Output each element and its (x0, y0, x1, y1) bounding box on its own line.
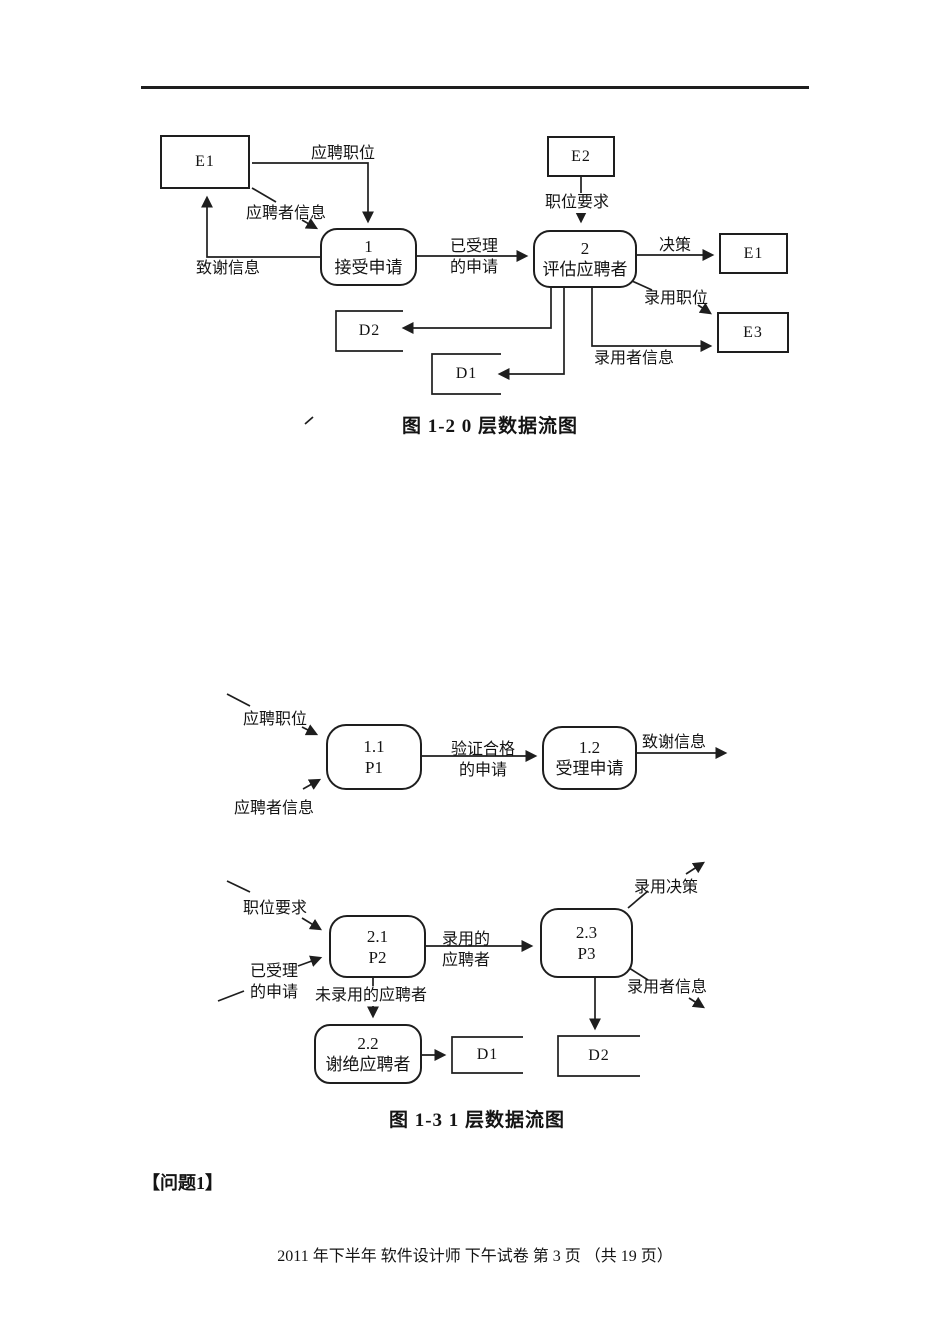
flow-label-hired-line2: 应聘者 (441, 952, 490, 969)
flow-label-hire-position: 录用职位 (644, 290, 709, 307)
process-22-number: 2.2 (357, 1034, 379, 1053)
store-d1-2: D1 (452, 1037, 523, 1073)
flow-label-hire-decision: 录用决策 (634, 879, 699, 896)
process-12-number: 1.2 (578, 738, 601, 757)
process-11-number: 1.1 (363, 737, 385, 756)
store-d2-shape-2 (557, 1035, 640, 1077)
flow-label-valid-line1: 验证合格 (450, 741, 515, 758)
entity-e3: E3 (717, 312, 789, 353)
process-2-evaluate-applicant: 2 评估应聘者 (533, 230, 637, 288)
flow-label-hiree-info-2: 录用者信息 (627, 979, 708, 996)
flow-label-accepted-line2: 的申请 (449, 259, 498, 276)
flow-label-accepted-2-line2: 的申请 (249, 984, 298, 1001)
store-d1-shape-2 (451, 1036, 523, 1074)
flow-hiree-info-arrow (688, 996, 706, 1009)
process-2-name: 评估应聘者 (542, 260, 628, 279)
entity-e1-right: E1 (719, 233, 788, 274)
entity-e1-right-label: E1 (743, 244, 764, 262)
store-d1-label: D1 (455, 365, 478, 382)
store-d2-label: D2 (358, 322, 381, 339)
flow-label-accepted: 已受理 的申请 (444, 236, 504, 278)
store-d2-2: D2 (558, 1036, 640, 1076)
flow-hire-position-arrow (697, 302, 712, 315)
process-21-number: 2.1 (366, 926, 389, 946)
flow-apply-position-arrow (301, 724, 319, 736)
flow-label-valid-line2: 的申请 (458, 762, 507, 779)
header-rule (141, 86, 809, 89)
flow-applicant-info-arrow-2 (302, 778, 322, 790)
flow-label-hiree-info: 录用者信息 (594, 350, 675, 367)
store-d1: D1 (432, 354, 501, 394)
entity-e1-left: E1 (160, 135, 250, 189)
caption-tick-mark (304, 416, 314, 425)
flow-accepted-arrow (297, 955, 323, 967)
process-12-name: 受理申请 (555, 759, 624, 778)
process-23-name: P3 (577, 944, 596, 963)
process-21-p2: 2.1 P2 (329, 915, 426, 978)
flow-hiree-info-line (591, 288, 713, 352)
flow-applicant-info-arrow (301, 218, 319, 230)
flow-label-apply-position-2: 应聘职位 (243, 711, 308, 728)
flow-label-valid-application: 验证合格 的申请 (443, 739, 523, 781)
flow-position-req-arrow (301, 917, 323, 931)
entity-e1-left-label: E1 (195, 153, 215, 170)
flow-label-accepted-2: 已受理 的申请 (246, 961, 302, 1003)
process-1-accept-application: 1 接受申请 (320, 228, 417, 286)
store-d2-shape (335, 310, 403, 352)
flow-label-accepted-line1: 已受理 (449, 238, 498, 255)
caption-dfd1: 图 1-3 1 层数据流图 (388, 1110, 566, 1131)
process-22-decline-applicant: 2.2 谢绝应聘者 (314, 1024, 422, 1084)
flow-label-accepted-2-line1: 已受理 (249, 963, 298, 980)
process-11-name: P1 (365, 758, 383, 777)
flow-hire-decision-stub (627, 890, 649, 909)
flow-label-thanks: 致谢信息 (196, 260, 261, 277)
flow-label-apply-position: 应聘职位 (311, 145, 376, 162)
store-d2-2-label: D2 (588, 1047, 610, 1064)
store-d1-shape (431, 353, 501, 395)
process-11-p1: 1.1 P1 (326, 724, 422, 790)
process-23-number: 2.3 (575, 923, 598, 942)
flow-to-store-d1-line (497, 288, 565, 380)
problem-1-heading: 【问题1】 (142, 1173, 223, 1193)
process-21-name: P2 (368, 947, 387, 967)
entity-e3-label: E3 (743, 323, 763, 341)
flow-label-hired-applicant: 录用的 应聘者 (438, 929, 494, 971)
process-2-number: 2 (580, 239, 590, 258)
flow-hire-decision-arrow (685, 861, 705, 875)
flow-label-hired-line1: 录用的 (441, 931, 490, 948)
page-footer: 2011 年下半年 软件设计师 下午试卷 第 3 页 （共 19 页） (277, 1248, 673, 1265)
flow-label-thanks-2: 致谢信息 (642, 734, 707, 751)
flow-label-applicant-info: 应聘者信息 (246, 205, 327, 222)
flow-apply-position-line (252, 162, 374, 224)
process-23-p3: 2.3 P3 (540, 908, 633, 978)
store-d2: D2 (336, 311, 403, 351)
flow-label-decision: 决策 (659, 237, 692, 254)
entity-e2-label: E2 (571, 147, 591, 165)
flow-label-position-req-2: 职位要求 (243, 900, 308, 917)
process-1-name: 接受申请 (334, 258, 403, 277)
tick-accepted (217, 990, 245, 1002)
caption-dfd0: 图 1-2 0 层数据流图 (401, 416, 579, 437)
flow-label-applicant-info-2: 应聘者信息 (234, 800, 315, 817)
tick-position-req (226, 880, 251, 893)
entity-e2: E2 (547, 136, 615, 177)
flow-hire-position-stub (631, 280, 653, 291)
flow-label-position-req: 职位要求 (544, 193, 611, 213)
flow-to-store-d2-line (401, 288, 552, 334)
process-12-handle-application: 1.2 受理申请 (542, 726, 637, 790)
flow-applicant-info-stub (251, 187, 277, 203)
process-1-number: 1 (364, 237, 373, 256)
tick-apply-position (226, 693, 251, 707)
store-d1-2-label: D1 (476, 1046, 499, 1063)
flow-thanks-line (201, 195, 320, 258)
process-22-name: 谢绝应聘者 (325, 1055, 411, 1074)
flow-label-rejected-applicant: 未录用的应聘者 (314, 986, 429, 1006)
